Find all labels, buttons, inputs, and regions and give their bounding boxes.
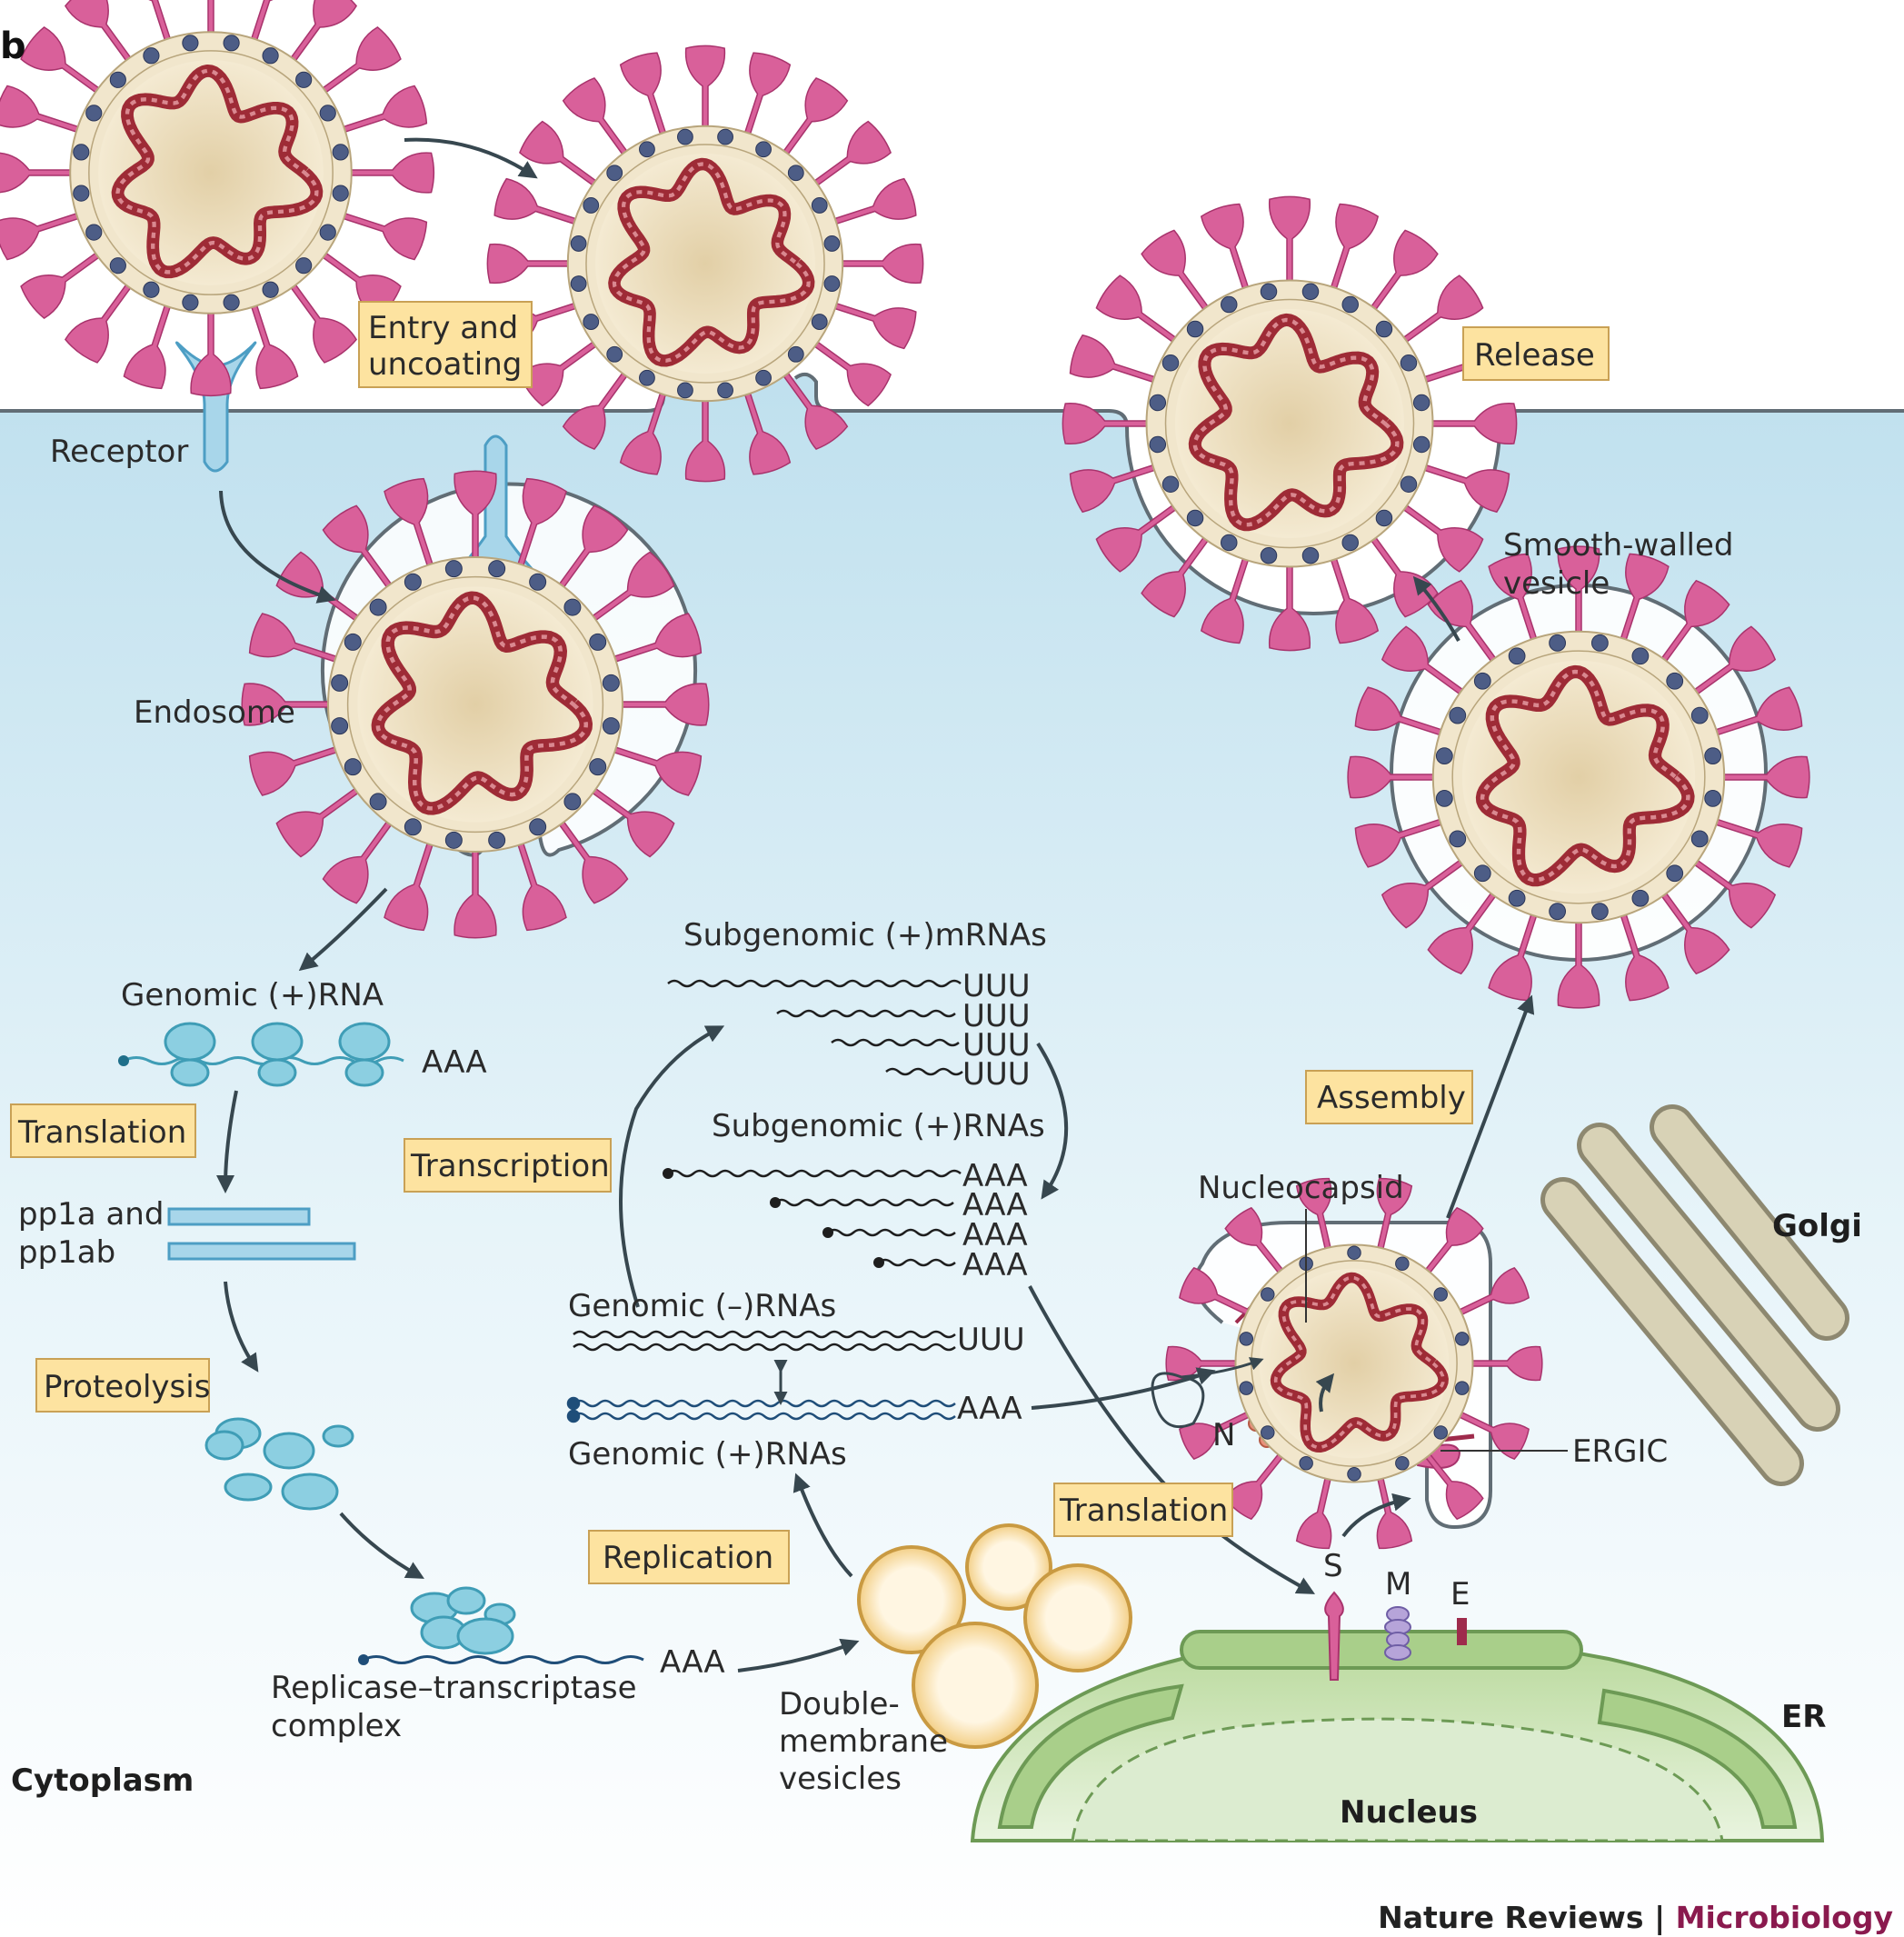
- svg-text:Translation: Translation: [1059, 1493, 1228, 1529]
- dmv-label-2: membrane: [779, 1723, 948, 1760]
- smooth-vesicle-label-2: vesicle: [1503, 565, 1610, 602]
- svg-text:Release: Release: [1474, 337, 1595, 374]
- replicase-label-1: Replicase–transcriptase: [271, 1670, 637, 1706]
- genomic-plus-rnas-label: Genomic (+)RNAs: [568, 1436, 847, 1473]
- pp1ab-bar: [167, 1242, 356, 1261]
- smooth-vesicle-label-1: Smooth-walled: [1503, 527, 1734, 564]
- svg-text:Transcription: Transcription: [410, 1148, 610, 1184]
- entry-line-1: Entry and: [368, 310, 518, 346]
- m-label: M: [1385, 1566, 1411, 1603]
- double-membrane-vesicles: [857, 1523, 1132, 1749]
- pp1a-label-2: pp1ab: [18, 1234, 115, 1271]
- svg-text:Replication: Replication: [603, 1540, 773, 1576]
- journal-credit: Nature Reviews | Microbiology: [1378, 1900, 1893, 1935]
- m-protein-er: [1384, 1606, 1411, 1661]
- virion-endosome: [241, 470, 710, 939]
- svg-text:Proteolysis: Proteolysis: [44, 1369, 210, 1405]
- uuu-genomic: UUU: [957, 1322, 1025, 1358]
- nucleus-label: Nucleus: [1340, 1794, 1478, 1831]
- subgenomic-rna-caps: [663, 1168, 884, 1268]
- endosome-label: Endosome: [134, 694, 295, 731]
- svg-text:Assembly: Assembly: [1317, 1080, 1466, 1116]
- golgi-stacks: [1540, 1104, 1849, 1486]
- pp1a-label-1: pp1a and: [18, 1196, 164, 1233]
- uuu-4: UUU: [962, 1056, 1031, 1093]
- endoplasmic-reticulum: [970, 1630, 1825, 1842]
- subgenomic-rnas-label: Subgenomic (+)RNAs: [712, 1108, 1045, 1144]
- s-label: S: [1323, 1548, 1343, 1584]
- er-label: ER: [1781, 1699, 1826, 1735]
- genomic-plus-rna-lines: [566, 1396, 956, 1423]
- proteolysis-fragments: [204, 1417, 354, 1511]
- step-label-assembly: Assembly: [1305, 1070, 1473, 1124]
- genomic-plus-rna-label: Genomic (+)RNA: [121, 977, 384, 1013]
- virion-uncoating: [486, 45, 924, 483]
- step-label-translation-2: Translation: [1053, 1483, 1233, 1537]
- golgi-label: Golgi: [1772, 1208, 1862, 1244]
- aaa-sub-4: AAA: [962, 1247, 1028, 1283]
- aaa-replicase: AAA: [660, 1644, 725, 1681]
- e-label: E: [1450, 1576, 1470, 1613]
- receptor-label: Receptor: [50, 434, 188, 470]
- dmv-label-1: Double-: [779, 1686, 900, 1722]
- subgenomic-mrna-lines: [667, 979, 963, 1076]
- receptor-surface: [175, 341, 257, 473]
- step-label-transcription: Transcription: [404, 1138, 612, 1193]
- aaa-sub-2: AAA: [962, 1187, 1028, 1223]
- step-label-entry: Entry and uncoating: [358, 301, 533, 388]
- s-protein-er: [1324, 1591, 1344, 1681]
- n-label: N: [1212, 1417, 1235, 1453]
- cytoplasm-label: Cytoplasm: [11, 1762, 194, 1799]
- aaa-genomic: AAA: [422, 1044, 487, 1081]
- virion-smooth-vesicle: [1347, 545, 1810, 1009]
- aaa-sub-3: AAA: [962, 1217, 1028, 1253]
- dmv-label-3: vesicles: [779, 1761, 902, 1797]
- replicase-label-2: complex: [271, 1708, 402, 1744]
- aaa-genomic-plus: AAA: [957, 1391, 1022, 1427]
- subgenomic-rna-lines: [667, 1169, 962, 1267]
- flow-arrows: [216, 137, 1535, 1672]
- ergic-label: ERGIC: [1572, 1433, 1668, 1470]
- genomic-rna-translation: [118, 1022, 404, 1087]
- uuu-3: UUU: [962, 1027, 1031, 1063]
- uuu-1: UUU: [962, 968, 1031, 1004]
- e-protein-er: [1457, 1618, 1467, 1645]
- virion-extracellular: [0, 0, 435, 397]
- entry-line-2: uncoating: [368, 346, 522, 383]
- subgenomic-mrnas-label: Subgenomic (+)mRNAs: [683, 917, 1047, 954]
- uuu-2: UUU: [962, 998, 1031, 1034]
- aaa-sub-1: AAA: [962, 1158, 1028, 1194]
- nucleocapsid-label: Nucleocapsid: [1198, 1170, 1404, 1206]
- step-label-replication: Replication: [588, 1530, 790, 1584]
- genomic-minus-rna-lines: [573, 1330, 956, 1352]
- panel-label: b: [0, 25, 26, 67]
- genomic-minus-rnas-label: Genomic (–)RNAs: [568, 1288, 836, 1324]
- replicase-transcriptase-complex: [358, 1586, 644, 1665]
- svg-text:Translation: Translation: [17, 1114, 186, 1151]
- pp1a-bar: [167, 1207, 311, 1226]
- step-label-translation-1: Translation: [10, 1103, 196, 1158]
- step-label-release: Release: [1462, 326, 1610, 381]
- step-label-proteolysis: Proteolysis: [35, 1358, 210, 1413]
